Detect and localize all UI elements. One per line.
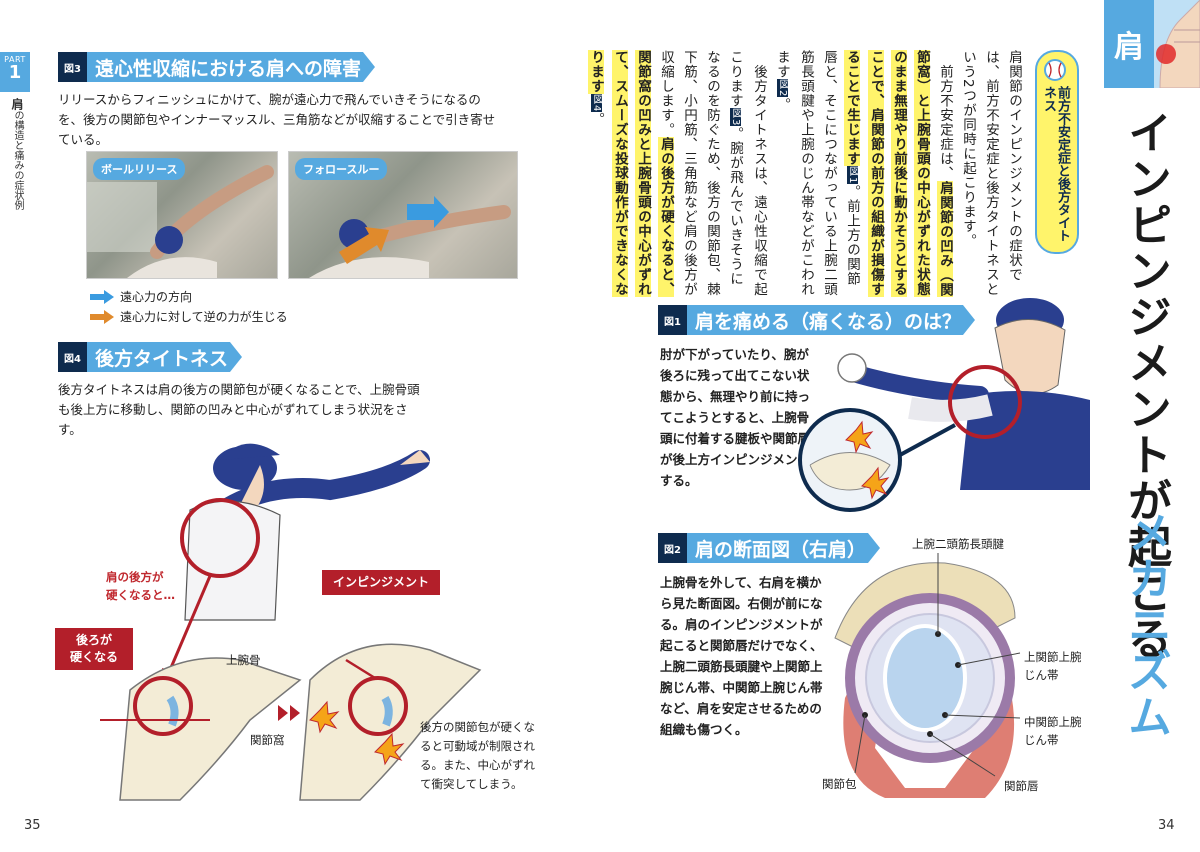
page-number-left: 35	[24, 818, 41, 833]
glenoid-label: 関節窩	[250, 733, 285, 747]
legend-blue-label: 遠心力の方向	[120, 290, 193, 304]
part-label: PART	[4, 55, 26, 64]
blue-arrow-icon	[90, 289, 114, 304]
fig4-text: 後方タイトネスは肩の後方の関節包が硬くなることで、上腕骨頭も後上方に移動し、関節…	[58, 382, 420, 437]
para2-b: 。前上方の関節唇と、そこにつながっている上腕二頭筋長頭腱や上腕のじん帯などがこわ…	[774, 50, 860, 297]
para1: 肩関節のインピンジメントの症状では、前方不安定症と後方タイトネスという2つが同時…	[960, 50, 1022, 297]
main-title-a: インピンジメントが起こる	[1120, 110, 1171, 662]
legend-orange-label: 遠心力に対して逆の力が生じる	[120, 310, 288, 324]
main-title-b: メカニズム	[1120, 510, 1171, 740]
corner-label: 肩	[1104, 0, 1154, 88]
fig1-text: 肘が下がっていたり、腕が後ろに残って出てこない状態から、無理やり前に持ってこよう…	[660, 347, 811, 488]
ball-release-photo: ボールリリース	[86, 151, 278, 279]
side-subtitle: の構造と痛みの症状例	[12, 110, 23, 210]
stiff-box: 後ろが 硬くなる	[55, 628, 133, 670]
fig2-text: 上腕骨を外して、右肩を横から見た断面図。右側が前になる。肩のインピンジメントが起…	[660, 575, 823, 737]
legend-blue: 遠心力の方向	[90, 288, 192, 305]
label-capsule: 関節包	[822, 777, 857, 791]
fig3-title: 遠心性収縮における肩への障害	[87, 52, 375, 82]
impingement-box: インピンジメント	[322, 570, 440, 595]
pitcher-impingement-illustration	[798, 298, 1090, 512]
fig2-number: 図2	[658, 533, 687, 563]
label-biceps-tendon: 上腕二頭筋長頭腱	[912, 537, 1004, 551]
humerus-label: 上腕骨	[226, 653, 261, 667]
fig4-number: 図4	[58, 342, 87, 372]
fig3-header: 図3 遠心性収縮における肩への障害	[58, 52, 375, 82]
fig1-title: 肩を痛める（痛くなる）のは？	[687, 305, 975, 335]
posterior-tightness-illustration	[100, 443, 482, 801]
para2-a: 前方不安定症は、	[937, 64, 953, 181]
para2-ref2: 図2	[777, 79, 788, 98]
part-number: 1	[8, 62, 22, 83]
label-mghl: 中関節上腕 じん帯	[1024, 715, 1082, 747]
side-heading: 前方不安定症と後方タイトネス	[1041, 86, 1070, 242]
ball-release-label: ボールリリース	[93, 158, 186, 180]
fig3-text: リリースからフィニッシュにかけて、腕が遠心力で飛んでいきそうになるのを、後方の関…	[58, 92, 496, 147]
fig4-title: 後方タイトネス	[87, 342, 242, 372]
fig1-number: 図1	[658, 305, 687, 335]
follow-through-photo: フォロースルー	[288, 151, 518, 279]
fig1-header: 図1 肩を痛める（痛くなる）のは？	[658, 305, 975, 335]
page-number-right: 34	[1158, 818, 1175, 833]
para3-c: 。	[588, 111, 604, 127]
shoulder-note: 肩の後方が 硬くなると…	[106, 570, 175, 602]
para2-c: 。	[774, 97, 790, 112]
ball-release-figure	[87, 165, 274, 278]
fig3-number: 図3	[58, 52, 87, 82]
body-map-icon	[1156, 0, 1200, 88]
fig2-title: 肩の断面図（右肩）	[687, 533, 880, 563]
orange-arrow-icon	[90, 309, 114, 324]
vertical-body-text: 肩関節のインピンジメントの症状では、前方不安定症と後方タイトネスという2つが同時…	[588, 50, 1025, 300]
side-chapter-title: 肩の構造と痛みの症状例	[9, 98, 26, 210]
label-sghl: 上関節上腕 じん帯	[1024, 650, 1082, 682]
para2-ref1: 図1	[847, 166, 858, 185]
para3-b: 。腕が飛んでいきそうになるのを防ぐため、後方の関節包、棘下筋、小円筋、三角筋など…	[658, 50, 743, 297]
para3-ref2: 図4	[591, 93, 602, 112]
part-badge: PART 1	[0, 52, 30, 92]
shoulder-cross-section	[834, 553, 1021, 798]
fig4-note: 後方の関節包が硬くなると可動域が制限される。また、中心がずれて衝突してしまう。	[420, 720, 535, 791]
fig4-header: 図4 後方タイトネス	[58, 342, 242, 372]
para3-ref1: 図3	[730, 108, 741, 127]
side-title: 肩	[10, 98, 24, 110]
label-labrum: 関節唇	[1004, 779, 1039, 793]
para3-a: 後方タイトネスは、遠心性収縮で起こります	[727, 50, 767, 297]
fig2-header: 図2 肩の断面図（右肩）	[658, 533, 880, 563]
side-heading-box	[1035, 50, 1079, 254]
follow-through-label: フォロースルー	[295, 158, 388, 180]
legend-orange: 遠心力に対して逆の力が生じる	[90, 308, 288, 325]
baseball-icon	[1044, 59, 1066, 81]
follow-through-figure	[309, 196, 511, 278]
